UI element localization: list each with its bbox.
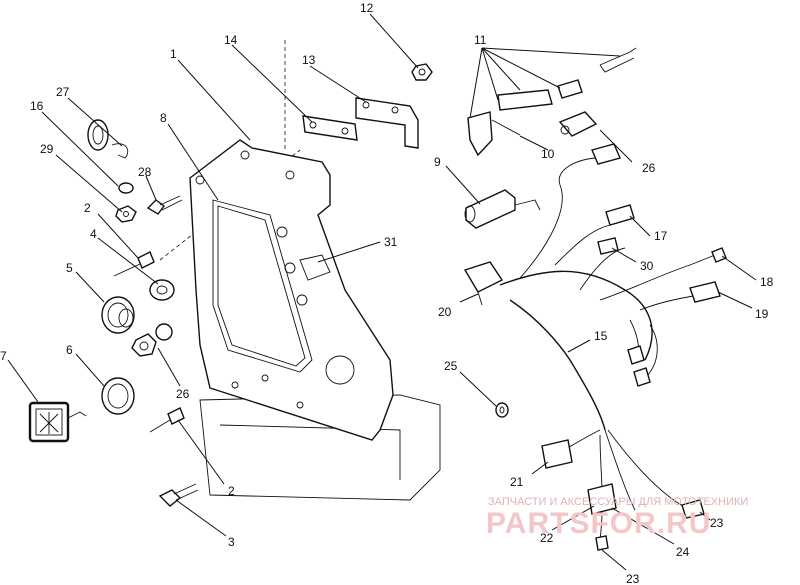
callout-29: 29	[40, 142, 54, 156]
callout-7: 7	[0, 349, 7, 363]
callout-4: 4	[90, 227, 97, 241]
callout-10: 10	[541, 147, 555, 161]
callout-15: 15	[594, 329, 608, 343]
callout-2-lower: 2	[228, 484, 235, 498]
connector-30	[597, 237, 619, 255]
nut-29	[115, 205, 137, 223]
switch-11	[467, 47, 637, 157]
wiring-harness-15	[499, 157, 716, 541]
callout-19: 19	[755, 307, 769, 321]
connector-19	[689, 281, 721, 303]
connector-small-a	[627, 345, 651, 387]
callout-6: 6	[66, 343, 73, 357]
callout-23-right: 23	[710, 516, 724, 530]
watermark-logo: PARTSFOR.RU	[486, 507, 711, 540]
callout-20: 20	[438, 305, 452, 319]
ring-27	[87, 119, 129, 159]
callout-26-left: 26	[176, 387, 190, 401]
callout-2-upper: 2	[84, 201, 91, 215]
bracket-14	[302, 115, 358, 141]
connector-20	[463, 261, 504, 306]
bolt-2-lower	[149, 407, 185, 433]
washer-16	[118, 182, 134, 194]
callout-21: 21	[510, 475, 524, 489]
callout-30: 30	[640, 259, 654, 273]
callout-14: 14	[224, 33, 238, 47]
callout-18: 18	[760, 275, 774, 289]
connector-17	[605, 204, 635, 226]
bezel-6	[101, 377, 135, 415]
callout-17: 17	[654, 229, 668, 243]
callout-13: 13	[302, 53, 316, 67]
switch-10	[558, 111, 598, 137]
bolt-2-upper	[113, 251, 155, 277]
bolt-3	[158, 483, 199, 507]
callout-25: 25	[444, 359, 458, 373]
plug-7	[28, 401, 87, 443]
bezel-5	[101, 296, 135, 334]
callout-31: 31	[384, 235, 398, 249]
mounting-panel	[189, 139, 394, 441]
watermark: ЗАПЧАСТИ И АКСЕССУАРЫ ДЛЯ МОТОТЕХНИКИ PA…	[486, 496, 748, 540]
callout-26-right: 26	[642, 161, 656, 175]
connector-23	[595, 499, 705, 551]
nut-12	[411, 63, 433, 81]
callout-5: 5	[66, 261, 73, 275]
connector-21	[541, 439, 573, 469]
callout-labels: 1 2 2 3 4 5 6 7 8 9 10 11 12 13 14 15 16…	[0, 1, 774, 585]
callout-8: 8	[160, 111, 167, 125]
washer-25	[495, 402, 509, 418]
decal-31	[299, 254, 331, 281]
callout-12: 12	[360, 1, 374, 15]
callout-1: 1	[170, 47, 177, 61]
callout-22: 22	[540, 531, 554, 545]
callout-11: 11	[474, 33, 487, 47]
watermark-tagline: ЗАПЧАСТИ И АКСЕССУАРЫ ДЛЯ МОТОТЕХНИКИ	[488, 496, 748, 508]
callout-16: 16	[30, 99, 44, 113]
callout-23-bottom: 23	[626, 572, 640, 585]
washer-4	[149, 279, 175, 301]
callout-3: 3	[228, 535, 235, 549]
nut-26-left	[131, 323, 173, 357]
key-switch-9	[464, 189, 541, 229]
connector-22	[587, 483, 617, 515]
screw-28	[146, 195, 183, 215]
connector-26-top	[591, 143, 621, 165]
callout-27: 27	[56, 85, 70, 99]
leader-lines	[7, 13, 757, 571]
bracket-13	[355, 97, 419, 149]
connector-18	[711, 247, 727, 263]
callout-9: 9	[434, 155, 441, 169]
callout-24: 24	[676, 545, 690, 559]
callout-28: 28	[138, 165, 152, 179]
